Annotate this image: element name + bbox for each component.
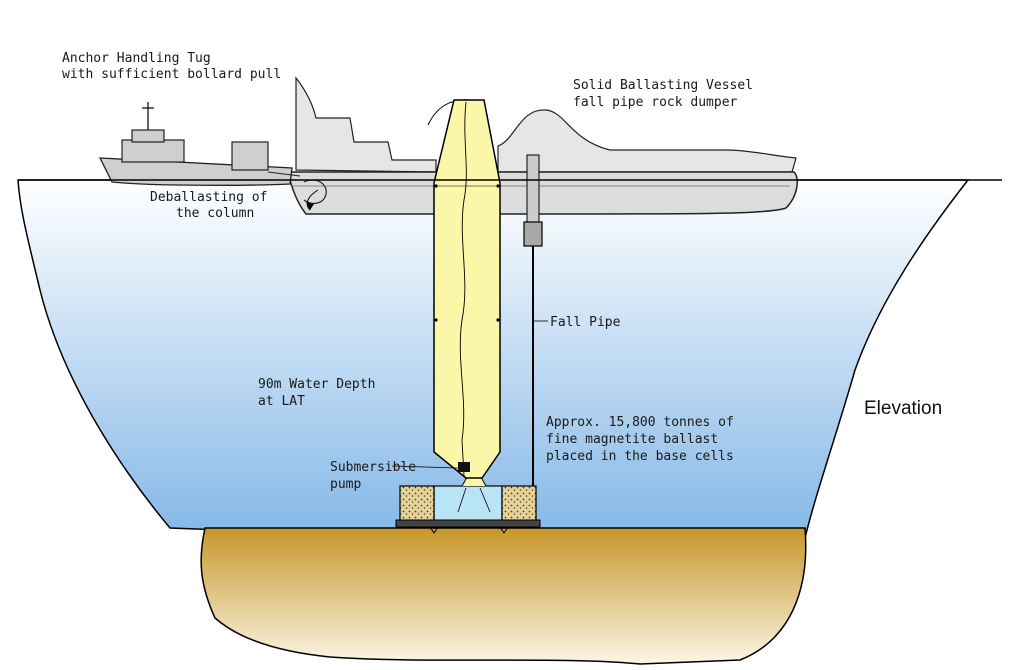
column-marker bbox=[434, 184, 438, 188]
view-title: Elevation bbox=[864, 398, 942, 419]
fall-pipe-upper bbox=[526, 154, 540, 226]
fall-pipe bbox=[523, 154, 543, 486]
pump-leader bbox=[391, 465, 459, 469]
ballast-column bbox=[433, 99, 501, 479]
column-neck-lines bbox=[457, 487, 491, 513]
vessel-hull bbox=[287, 171, 799, 215]
tow-line bbox=[267, 171, 301, 177]
vessel-superstructure-aft bbox=[295, 76, 437, 173]
vessel-label-line1: Solid Ballasting Vessel bbox=[573, 78, 753, 93]
base-center-cell bbox=[433, 485, 503, 523]
base-right-ballast-cell bbox=[501, 485, 537, 523]
rock-dumper-vessel bbox=[287, 76, 799, 215]
tug-label-line2: with sufficient bollard pull bbox=[62, 67, 281, 82]
deballast-label-line2: the column bbox=[176, 206, 254, 221]
base-left-ballast-cell bbox=[399, 485, 435, 523]
vessel-label-line2: fall pipe rock dumper bbox=[573, 95, 738, 110]
deballasting-arrow-head bbox=[306, 202, 314, 210]
vessel-superstructure-fwd bbox=[497, 109, 797, 173]
gravity-base bbox=[395, 471, 541, 534]
ballast-label-line1: Approx. 15,800 tonnes of bbox=[546, 415, 734, 430]
pump-label-line1: Submersible bbox=[330, 460, 416, 475]
tug-label-line1: Anchor Handling Tug bbox=[62, 51, 211, 66]
deballast-label-line1: Deballasting of bbox=[150, 190, 267, 205]
ballast-label-line3: placed in the base cells bbox=[546, 449, 734, 464]
fall-pipe-label: Fall Pipe bbox=[550, 315, 621, 330]
column-marker bbox=[496, 318, 500, 322]
depth-label-line2: at LAT bbox=[258, 394, 305, 409]
tug-hull bbox=[98, 157, 293, 186]
base-skirts bbox=[429, 526, 509, 534]
fall-pipe-head bbox=[523, 221, 543, 247]
pump-label-line2: pump bbox=[330, 477, 361, 492]
base-slab bbox=[395, 519, 541, 528]
anchor-handling-tug bbox=[98, 102, 301, 186]
ballast-label-line2: fine magnetite ballast bbox=[546, 432, 718, 447]
seabed bbox=[200, 527, 807, 665]
tug-wheelhouse bbox=[131, 129, 165, 143]
column-body bbox=[433, 99, 501, 479]
submersible-pump bbox=[458, 462, 470, 472]
deballasting-arrow bbox=[306, 189, 319, 211]
depth-label-line1: 90m Water Depth bbox=[258, 377, 375, 392]
column-seam bbox=[459, 101, 467, 477]
tug-bridge bbox=[121, 139, 185, 163]
column-marker bbox=[434, 318, 438, 322]
tug-winch-house bbox=[231, 141, 269, 171]
column-marker bbox=[496, 184, 500, 188]
